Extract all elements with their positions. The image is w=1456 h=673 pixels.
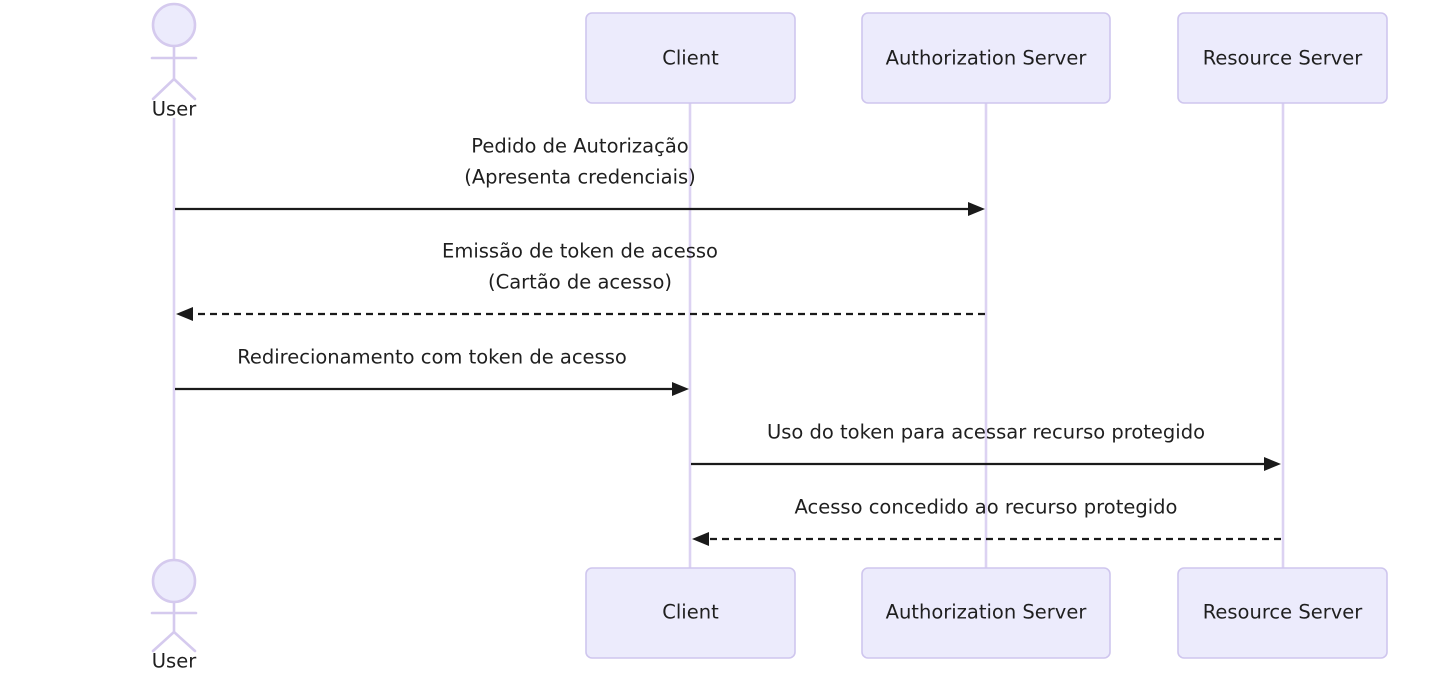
actor-user-bottom[interactable]: User [150, 558, 198, 673]
message-arrowhead-right-icon [968, 202, 985, 216]
message-arrowhead-left-icon [176, 307, 193, 321]
participant-box-rect [585, 12, 796, 104]
actor-label-user-top: User [152, 98, 197, 121]
actor-legs-icon [151, 77, 197, 101]
message-label-line-1: Emissão de token de acesso [442, 240, 718, 263]
actor-user-top[interactable]: User [150, 2, 198, 121]
participant-box-rect [585, 567, 796, 659]
participant-label-client-top: Client [662, 47, 719, 70]
message-3[interactable]: Redirecionamento com token de acesso [175, 346, 689, 397]
participant-box-authorization-server-top[interactable]: Authorization Server [861, 12, 1111, 104]
participant-box-rect [861, 567, 1111, 659]
participant-box-authorization-server-bottom[interactable]: Authorization Server [861, 567, 1111, 659]
message-2[interactable]: Emissão de token de acesso (Cartão de ac… [176, 240, 985, 322]
message-label-line-1: Redirecionamento com token de acesso [237, 346, 627, 369]
participant-box-resource-server-bottom[interactable]: Resource Server [1177, 567, 1388, 659]
message-label-line-2: (Apresenta credenciais) [464, 166, 696, 189]
participant-label-authorization-server-top: Authorization Server [886, 47, 1088, 70]
message-5[interactable]: Acesso concedido ao recurso protegido [692, 496, 1281, 547]
participant-label-authorization-server-bottom: Authorization Server [886, 601, 1088, 624]
message-label-line-2: (Cartão de acesso) [488, 271, 672, 294]
participant-box-rect [1177, 567, 1388, 659]
participant-label-client-bottom: Client [662, 601, 719, 624]
message-arrowhead-left-icon [692, 532, 709, 546]
lifelines-layer [172, 103, 1285, 568]
participant-box-rect [861, 12, 1111, 104]
actor-head-icon [151, 558, 197, 604]
actor-label-user-bottom: User [152, 650, 197, 673]
message-label-line-1: Uso do token para acessar recurso proteg… [767, 421, 1205, 444]
participant-box-resource-server-top[interactable]: Resource Server [1177, 12, 1388, 104]
message-label-line-1: Acesso concedido ao recurso protegido [795, 496, 1178, 519]
participant-box-client-bottom[interactable]: Client [585, 567, 796, 659]
message-label-line-1: Pedido de Autorização [471, 135, 688, 158]
participant-label-resource-server-top: Resource Server [1203, 47, 1364, 70]
participant-box-client-top[interactable]: Client [585, 12, 796, 104]
message-4[interactable]: Uso do token para acessar recurso proteg… [691, 421, 1281, 472]
actor-legs-icon [151, 630, 197, 653]
message-arrowhead-right-icon [672, 382, 689, 396]
participant-box-rect [1177, 12, 1388, 104]
actor-head-icon [151, 2, 197, 48]
message-arrowhead-right-icon [1264, 457, 1281, 471]
message-1[interactable]: Pedido de Autorização (Apresenta credenc… [175, 135, 985, 217]
participant-label-resource-server-bottom: Resource Server [1203, 601, 1364, 624]
